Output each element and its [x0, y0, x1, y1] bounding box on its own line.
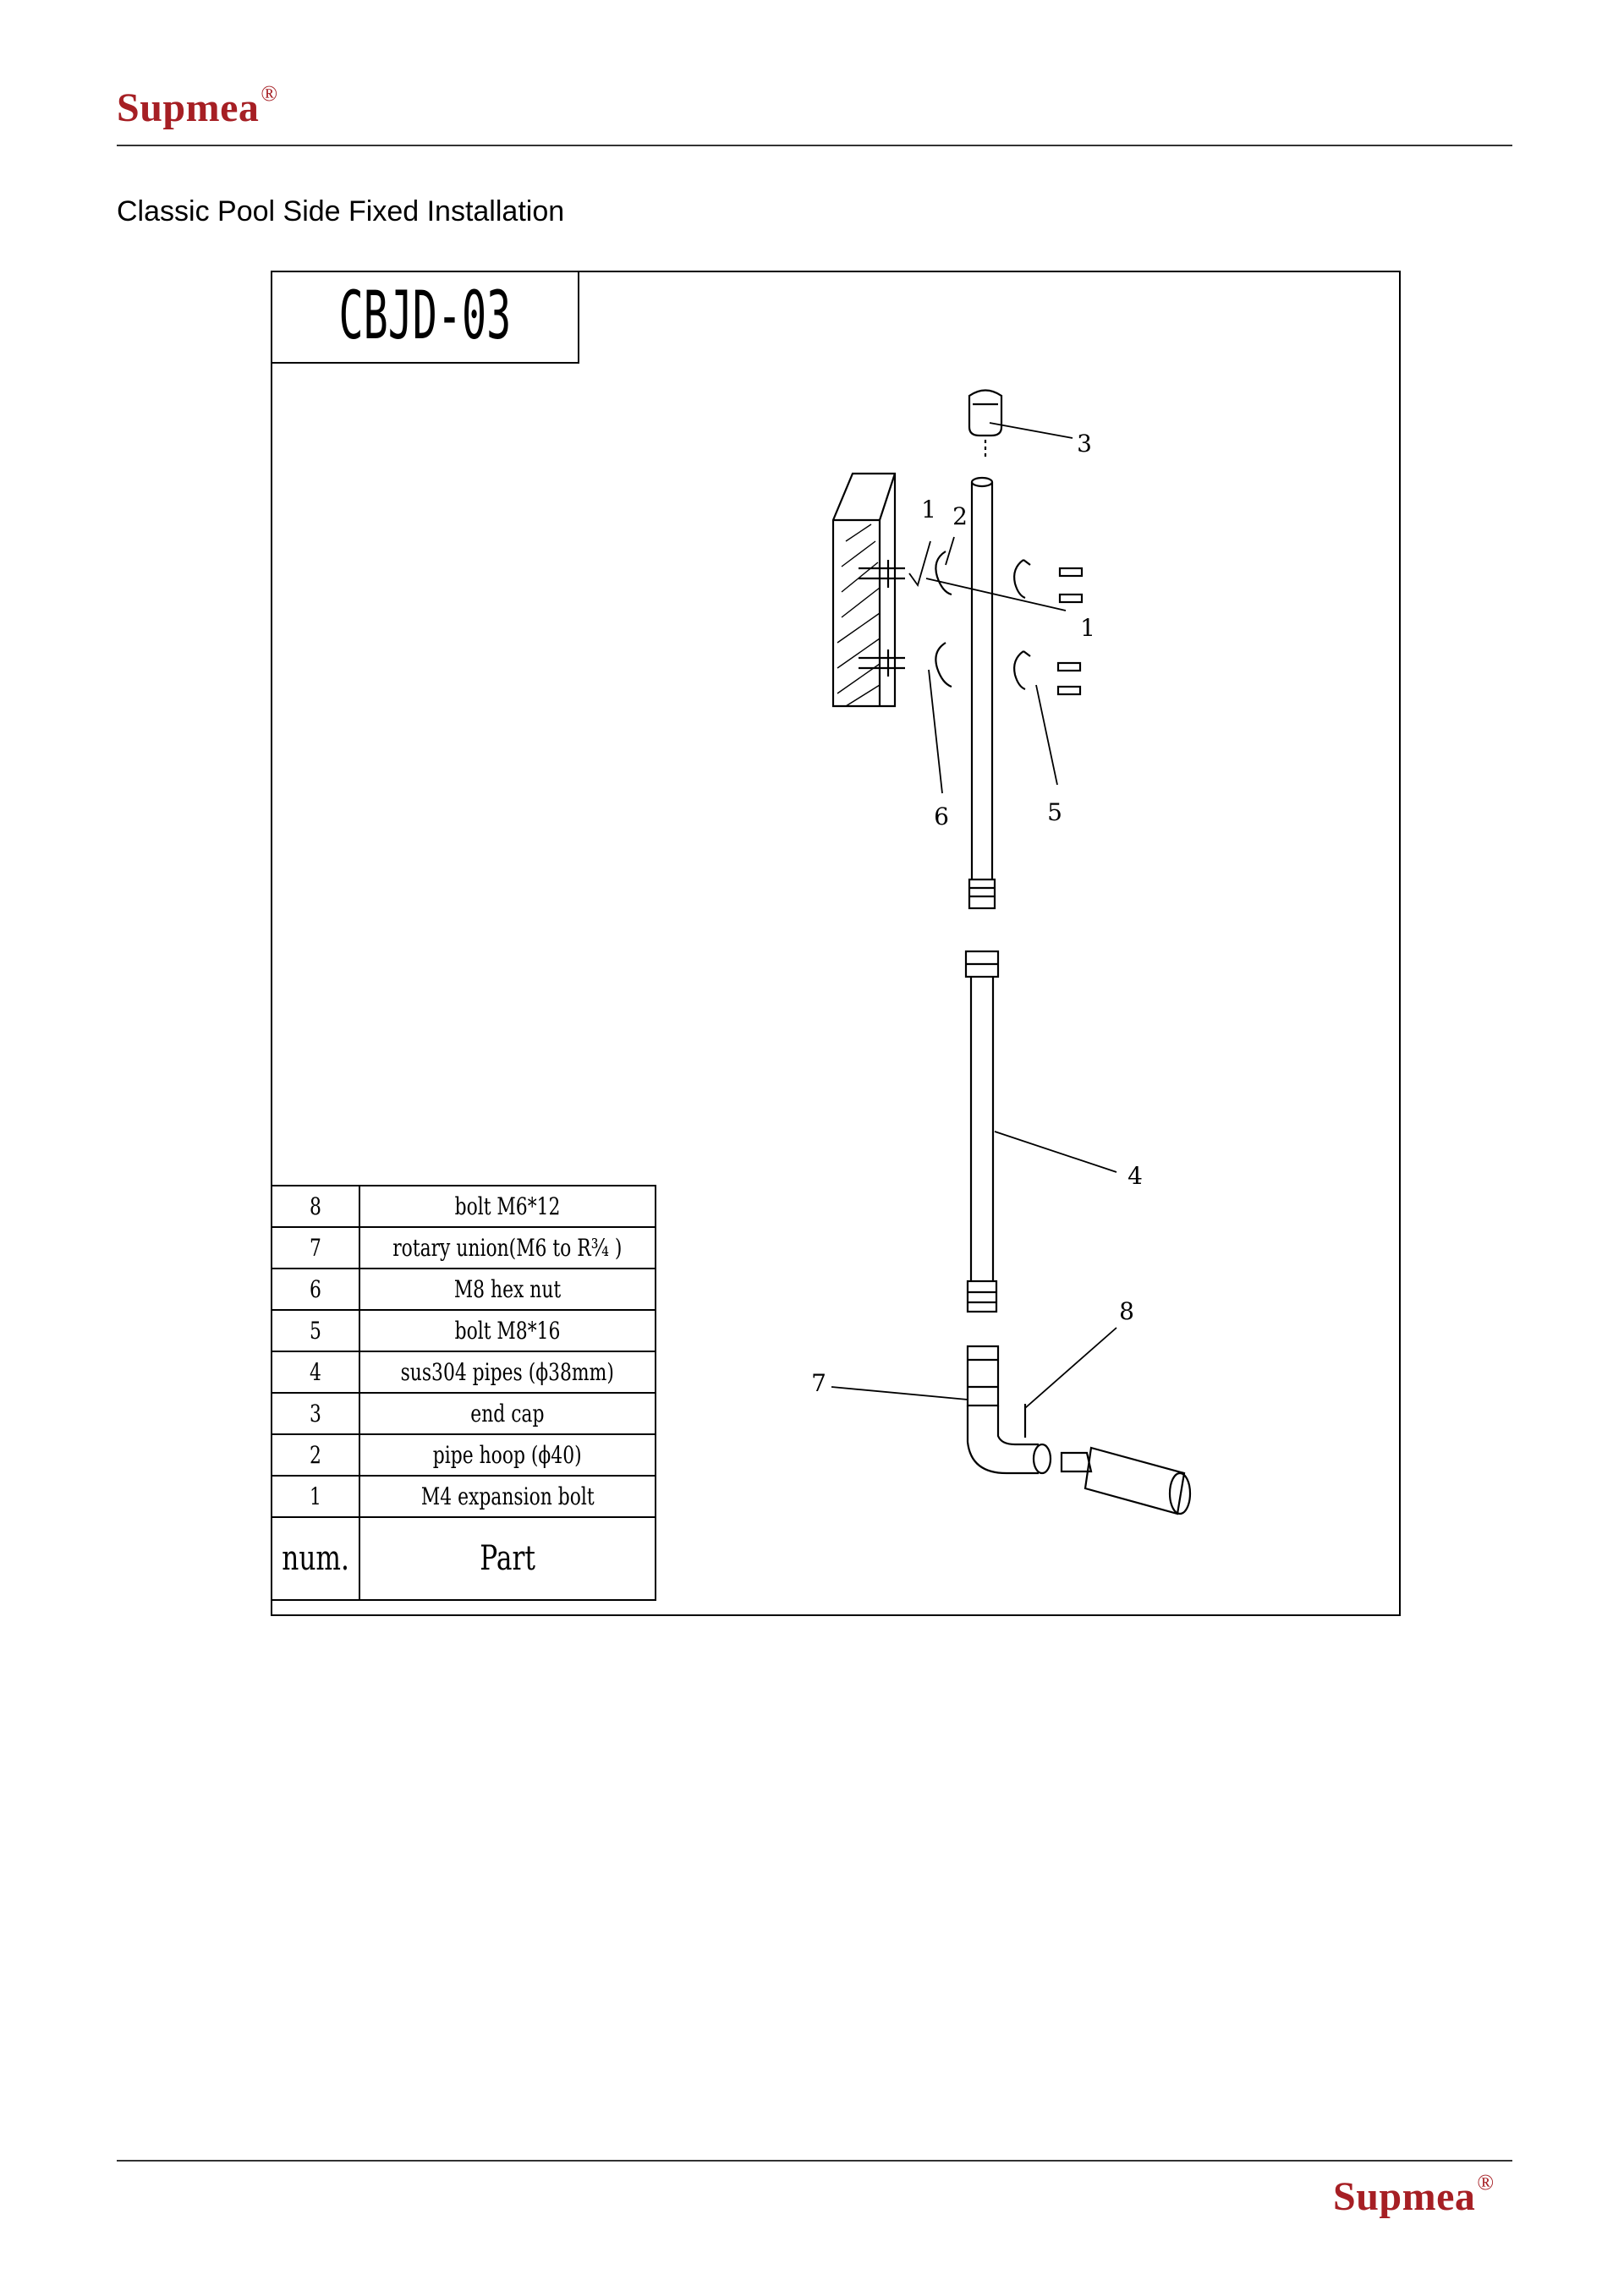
rotary-union-part-7 [966, 1345, 1052, 1475]
parts-table-header-row: num.Part [270, 1516, 656, 1601]
part-name-cell: bolt M6*12 [359, 1185, 656, 1228]
page-title: Classic Pool Side Fixed Installation [117, 195, 565, 227]
wall-section [831, 472, 897, 708]
callout-3: 3 [1077, 430, 1092, 458]
part-name-cell: pipe hoop (ϕ40) [359, 1433, 656, 1477]
parts-table-header-part: Part [359, 1516, 656, 1601]
leader-lines [831, 422, 1117, 1409]
part-number-cell: 4 [270, 1351, 361, 1394]
part-number-cell: 3 [270, 1392, 361, 1435]
end-cap-part-3 [968, 389, 1003, 457]
part-number-cell: 2 [270, 1433, 361, 1477]
part-name-cell: end cap [359, 1392, 656, 1435]
part-number-cell: 7 [270, 1226, 361, 1269]
brand-logo-top: Supmea® [117, 81, 278, 130]
upper-pipe [968, 476, 996, 910]
callout-1a: 1 [921, 496, 936, 523]
footer-rule [117, 2160, 1512, 2162]
brand-logo-bottom: Supmea® [1333, 2170, 1495, 2219]
drawing-frame [271, 271, 1401, 1616]
part-number-cell: 6 [270, 1268, 361, 1311]
callout-8: 8 [1119, 1297, 1134, 1325]
part-name-cell: sus304 pipes (ϕ38mm) [359, 1351, 656, 1394]
sensor-body [1060, 1446, 1192, 1515]
callout-5: 5 [1047, 798, 1062, 826]
callout-4: 4 [1127, 1162, 1143, 1190]
lower-pipe-part-4 [964, 950, 1000, 1313]
model-label-box: CBJD-03 [271, 271, 579, 364]
pipe-hoop-assemblies [859, 551, 1084, 696]
part-number-cell: 8 [270, 1185, 361, 1228]
callout-7: 7 [811, 1369, 826, 1397]
parts-table-header-num: num. [270, 1516, 361, 1601]
part-number-cell: 1 [270, 1475, 361, 1518]
part-name-cell: M4 expansion bolt [359, 1475, 656, 1518]
part-number-cell: 5 [270, 1309, 361, 1352]
part-name-cell: M8 hex nut [359, 1268, 656, 1311]
part-name-cell: rotary union(M6 to R¾ ) [359, 1226, 656, 1269]
part-name-cell: bolt M8*16 [359, 1309, 656, 1352]
model-label: CBJD-03 [338, 278, 512, 354]
header-rule [117, 145, 1512, 146]
callout-6: 6 [934, 803, 949, 830]
callout-1b: 1 [1080, 614, 1095, 642]
callout-2: 2 [952, 502, 968, 530]
